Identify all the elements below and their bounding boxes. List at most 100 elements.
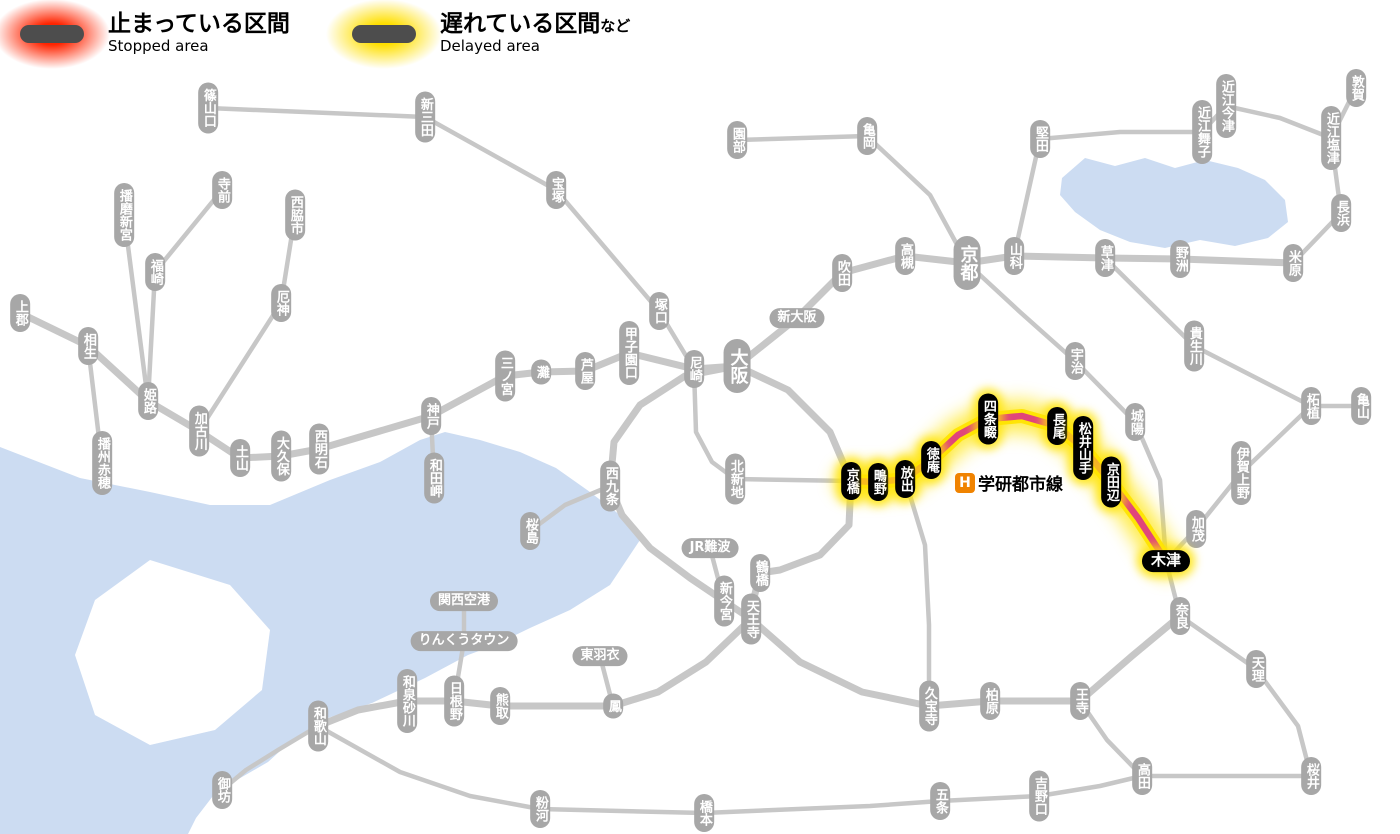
station-pill: 東羽衣 (572, 646, 628, 666)
station-pill: 天理 (1246, 650, 1266, 688)
station-pill: 吉野口 (1029, 770, 1049, 822)
station-pill-highlighted: 鴫野 (868, 463, 888, 501)
station-pill: 城陽 (1125, 403, 1145, 441)
rail-line-nara-line (964, 260, 1169, 564)
stopped-area-label: 止まっている区間 (108, 11, 290, 37)
station-pill: 北新地 (725, 453, 745, 505)
station-pill: 加古川 (189, 405, 209, 457)
station-pill: 御坊 (212, 771, 232, 809)
legend-stopped: 止まっている区間 Stopped area (0, 0, 290, 69)
station-pill: 日根野 (444, 675, 464, 727)
station-pill: 関西空港 (429, 591, 499, 611)
station-pill: 堅田 (1030, 120, 1050, 158)
legend-delayed: 遅れている区間など Delayed area (325, 0, 631, 69)
station-pill: 柘植 (1301, 387, 1321, 425)
station-pill: 橋本 (694, 794, 714, 832)
station-pill: 桜井 (1301, 757, 1321, 795)
station-pill: 厄神 (271, 284, 291, 322)
station-pill: 寺前 (212, 171, 232, 209)
station-pill: 山科 (1004, 237, 1024, 275)
lake-biwa-water (1060, 158, 1288, 248)
rail-line-sagano (734, 133, 970, 266)
station-pill: 奈良 (1170, 597, 1190, 635)
station-pill-highlighted: 京橋 (841, 462, 861, 500)
rail-line-osaka-higashi (902, 476, 932, 709)
delayed-area-label-suffix: など (600, 17, 631, 35)
station-pill-highlighted: 松井山手 (1073, 416, 1093, 480)
rail-line-kansai-iga (1163, 403, 1314, 564)
station-pill-highlighted: 長尾 (1047, 407, 1067, 445)
station-pill: JR難波 (681, 538, 739, 558)
rail-line-sakurajima (527, 483, 613, 534)
station-pill-highlighted: 京田辺 (1101, 456, 1121, 508)
station-pill: 芦屋 (575, 352, 595, 390)
rail-line-tozai (691, 366, 854, 484)
station-pill: 鶴橋 (750, 554, 770, 592)
station-pill: 天王寺 (741, 593, 761, 645)
line-symbol-icon: H (955, 472, 975, 493)
station-pill: 京都 (953, 236, 981, 290)
station-pill: 新三田 (415, 91, 435, 143)
station-pill: 敦賀 (1346, 69, 1366, 107)
station-pill: 亀岡 (857, 117, 877, 155)
station-pill: 五条 (930, 782, 950, 820)
station-pill: 新大阪 (769, 308, 825, 328)
station-pill: 篠山口 (198, 82, 218, 134)
station-pill: 甲子園口 (619, 321, 639, 385)
station-pill: 米原 (1283, 244, 1303, 282)
station-pill: 野洲 (1170, 240, 1190, 278)
station-pill: 西九条 (600, 460, 620, 512)
station-pill: 新今宮 (714, 575, 734, 627)
rail-line-sakurai (1139, 613, 1314, 779)
station-pill: 土山 (230, 439, 250, 477)
station-pill: 塚口 (649, 292, 669, 330)
station-pill: 王寺 (1070, 682, 1090, 720)
station-pill-highlighted: 木津 (1141, 550, 1191, 572)
station-pill: 上郡 (10, 294, 30, 332)
station-pill: 播磨新宮 (114, 183, 134, 247)
station-pill: 姫路 (138, 382, 158, 420)
station-pill: 熊取 (490, 687, 510, 725)
station-pill: 近江舞子 (1192, 100, 1212, 164)
station-pill: 和歌山 (308, 700, 328, 752)
station-pill: 草津 (1095, 239, 1115, 277)
station-pill: 尼崎 (684, 350, 704, 388)
station-pill: 西明石 (309, 423, 329, 475)
station-pill: 近江今津 (1216, 74, 1236, 138)
station-pill: 長浜 (1331, 194, 1351, 232)
station-pill: 三ノ宮 (495, 350, 515, 402)
station-pill: 大阪 (723, 339, 751, 393)
station-pill: 久宝寺 (919, 680, 939, 732)
station-pill: 大久保 (271, 430, 291, 482)
awaji-island (75, 560, 270, 745)
line-name-text: 学研都市線 (978, 475, 1063, 495)
station-pill: 高槻 (895, 237, 915, 275)
station-pill: 伊賀上野 (1231, 441, 1251, 505)
station-pill: 神戸 (421, 397, 441, 435)
station-pill-highlighted: 四条畷 (978, 393, 998, 445)
station-pill: 粉河 (530, 790, 550, 828)
station-pill: 加茂 (1186, 510, 1206, 548)
stopped-area-sublabel: Stopped area (108, 37, 209, 56)
station-pill: 宝塚 (546, 171, 566, 209)
station-pill: 和泉砂川 (397, 669, 417, 733)
rail-line-kusatsu (1102, 255, 1364, 409)
station-pill: 和田岬 (424, 452, 444, 504)
station-pill: りんくうタウン (410, 631, 518, 651)
station-pill: 亀山 (1351, 387, 1371, 425)
stopped-area-label-text: 止まっている区間 (108, 11, 290, 37)
delayed-area-swatch-icon (325, 0, 442, 69)
station-pill: 桜島 (520, 512, 540, 550)
stopped-area-swatch-icon (0, 0, 110, 69)
station-pill: 宇治 (1065, 342, 1085, 380)
delayed-area-sublabel: Delayed area (439, 37, 540, 56)
rail-line-kisei (219, 723, 321, 793)
legend: 止まっている区間 Stopped area 遅れている区間など Delayed … (0, 0, 631, 69)
rail-line-yamatoji (747, 612, 1184, 710)
station-pill: 鳳 (603, 693, 623, 719)
station-pill: 柏原 (980, 682, 1000, 720)
station-pill: 相生 (78, 327, 98, 365)
station-pill: 高田 (1132, 757, 1152, 795)
station-pill: 貴生川 (1184, 320, 1204, 372)
